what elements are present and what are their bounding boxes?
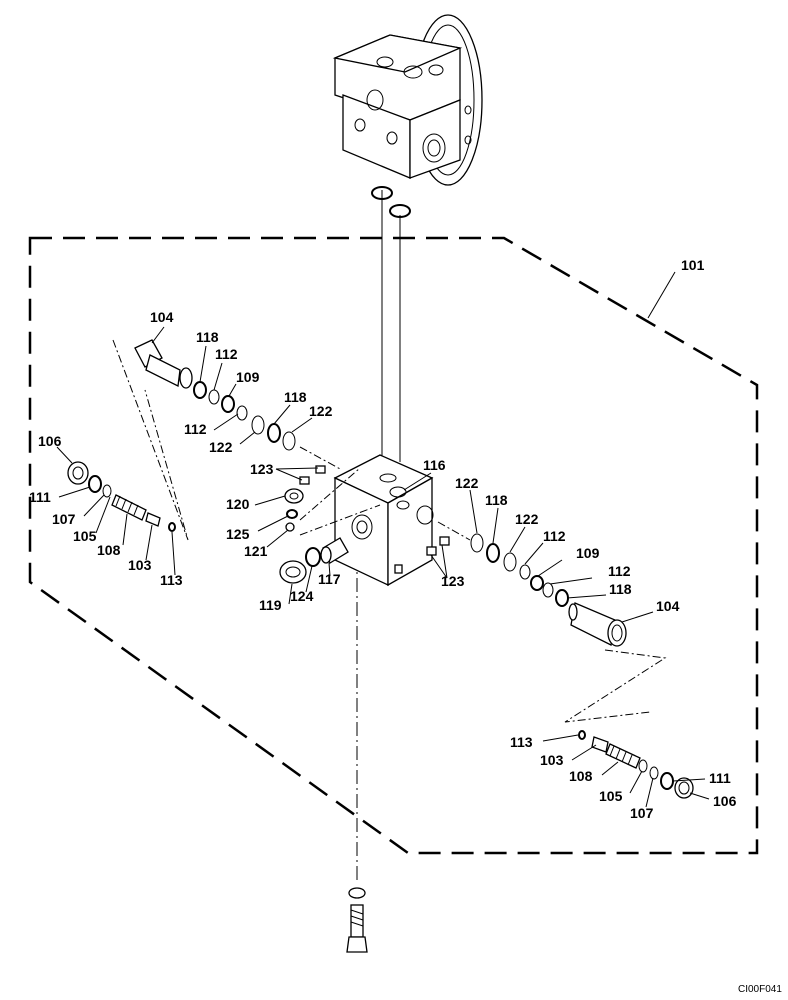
ball-121 (285, 522, 295, 532)
callout-118: 118 (196, 329, 219, 345)
motor-housing (332, 14, 483, 186)
callout-105: 105 (73, 528, 97, 544)
callout-106: 106 (38, 433, 62, 449)
plug-123-c (439, 536, 450, 546)
ring-112-ul2 (236, 405, 248, 421)
plug-123-a (315, 465, 326, 474)
callout-122: 122 (309, 403, 333, 419)
plug-119 (279, 560, 307, 584)
callout-112: 112 (215, 346, 238, 362)
valve-block (333, 454, 434, 587)
o-ring-upper-right (389, 204, 411, 218)
ring-112-ul (208, 389, 220, 405)
callout-123: 123 (250, 461, 274, 477)
o-ring-124 (305, 547, 321, 567)
callout-104: 104 (656, 598, 680, 614)
o-ring-111-left (88, 475, 102, 493)
ring-122-r2 (503, 552, 517, 572)
callout-112: 112 (543, 528, 566, 544)
ring-109-ul (221, 395, 235, 413)
callout-108: 108 (97, 542, 121, 558)
callout-108: 108 (569, 768, 593, 784)
callout-122: 122 (455, 475, 479, 491)
callout-106: 106 (713, 793, 737, 809)
callout-112: 112 (184, 421, 207, 437)
washer (348, 887, 366, 899)
callout-119: 119 (259, 597, 282, 613)
spring-108-right (605, 743, 641, 769)
o-ring-118-r2 (555, 589, 569, 607)
o-ring-118-r (486, 543, 500, 563)
assembly-boundary (28, 236, 759, 855)
relief-valve-104-right (568, 602, 627, 647)
ring-122-r (470, 533, 484, 553)
ring-113-left (168, 522, 176, 532)
ring-107-left (102, 484, 112, 498)
o-ring-118-ul2 (267, 423, 281, 443)
ring-109-r (530, 575, 544, 591)
callout-118: 118 (609, 581, 632, 597)
callout-117: 117 (318, 571, 341, 587)
poppet-103-left (145, 512, 161, 527)
ring-107-right (649, 766, 659, 780)
cap-106-left (67, 461, 89, 485)
callout-118: 118 (485, 492, 508, 508)
callout-105: 105 (599, 788, 623, 804)
bolt (346, 904, 368, 953)
plug-123-d (426, 546, 437, 556)
callout-107: 107 (630, 805, 654, 821)
plug-120 (284, 488, 304, 504)
callout-116: 116 (423, 457, 446, 473)
ring-112-r2 (542, 582, 554, 598)
callout-112: 112 (608, 563, 631, 579)
o-ring-125 (286, 509, 298, 519)
callout-104: 104 (150, 309, 174, 325)
callout-122: 122 (209, 439, 233, 455)
drawing-reference: CI00F041 (738, 984, 782, 995)
o-ring-118-ul (193, 381, 207, 399)
ring-122-ul (251, 415, 265, 435)
callout-123: 123 (441, 573, 465, 589)
plug-123-b (299, 476, 310, 485)
callout-124: 124 (290, 588, 314, 604)
ring-112-r (519, 564, 531, 580)
callout-111: 111 (709, 770, 731, 786)
ring-113-right (578, 730, 586, 740)
ring-105-right (638, 759, 648, 773)
ring-122-ul2 (282, 431, 296, 451)
callout-103: 103 (128, 557, 152, 573)
callout-122: 122 (515, 511, 539, 527)
callout-120: 120 (226, 496, 250, 512)
callout-113: 113 (160, 572, 183, 588)
callout-101: 101 (681, 257, 705, 273)
callout-107: 107 (52, 511, 76, 527)
callout-109: 109 (576, 545, 600, 561)
relief-valve-104-upper (134, 339, 193, 389)
o-ring-111-right (660, 772, 674, 790)
callout-118: 118 (284, 389, 307, 405)
sleeve-117 (320, 537, 349, 564)
cap-106-right (674, 777, 694, 799)
o-ring-upper-left (371, 186, 393, 200)
callout-113: 113 (510, 734, 533, 750)
callout-121: 121 (244, 543, 268, 559)
callout-109: 109 (236, 369, 260, 385)
spring-108-left (111, 494, 147, 521)
callout-103: 103 (540, 752, 564, 768)
poppet-103-right (591, 736, 609, 753)
callout-111: 111 (29, 489, 51, 505)
callout-125: 125 (226, 526, 250, 542)
